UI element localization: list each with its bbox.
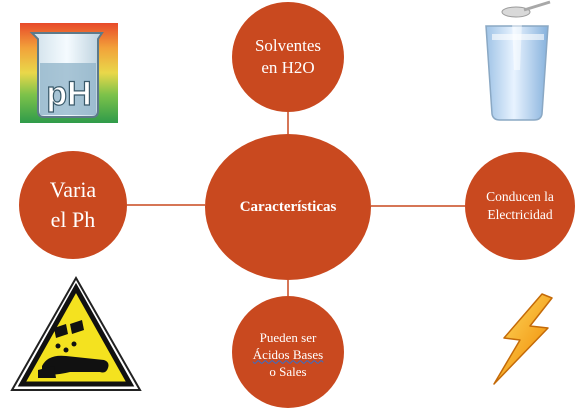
node-varia-ph-line2: el Ph [50, 207, 96, 232]
ph-beaker-icon: pH [20, 23, 118, 123]
node-pueden-ser-line1: Pueden ser [259, 329, 317, 345]
node-solventes-line2: en H2O [261, 58, 315, 77]
center-node: Características [205, 134, 371, 280]
node-pueden-ser-line3: o Sales [269, 363, 307, 379]
node-conducen-line1: Conducen la [486, 189, 554, 204]
node-conducen-line2: Electricidad [487, 207, 553, 222]
node-pueden-ser: Pueden ser Ácidos Bases o Sales [232, 296, 344, 408]
node-varia-ph-line1: Varia [49, 177, 97, 202]
center-node-label: Características [239, 198, 337, 215]
node-pueden-ser-line2: Ácidos Bases [252, 346, 324, 362]
ph-beaker-label: pH [46, 75, 91, 113]
node-solventes: Solventes en H2O [232, 2, 344, 112]
corrosive-warning-icon [10, 275, 142, 391]
node-solventes-line1: Solventes [254, 36, 322, 55]
lightning-bolt-icon [493, 293, 553, 385]
water-glass-icon [485, 0, 551, 121]
node-varia-ph: Varia el Ph [19, 151, 127, 259]
node-conducen: Conducen la Electricidad [465, 152, 575, 260]
